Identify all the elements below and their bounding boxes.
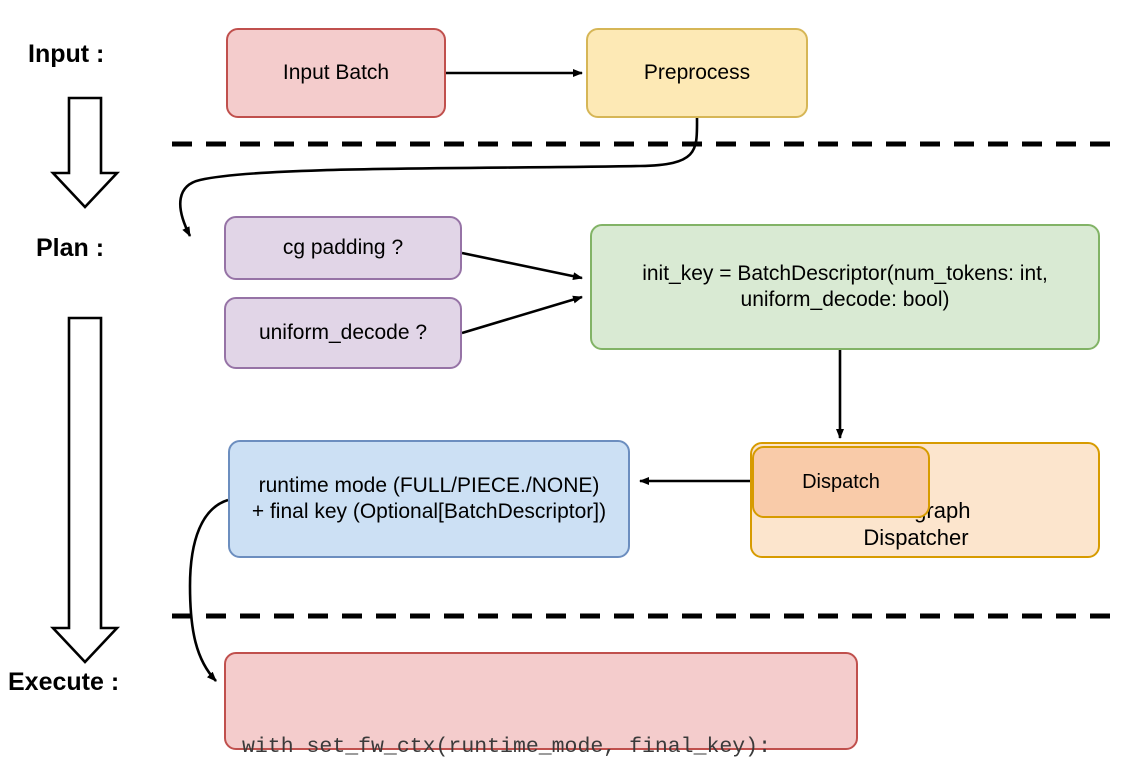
node-runtime-mode[interactable]: runtime mode (FULL/PIECE./NONE) + final … [228, 440, 630, 558]
node-init-key[interactable]: init_key = BatchDescriptor(num_tokens: i… [590, 224, 1100, 350]
edge-runtime-mode-to-execute-code [188, 498, 229, 682]
node-dispatch[interactable]: Dispatch [752, 446, 930, 518]
node-runtime-mode-line2: + final key (Optional[BatchDescriptor]) [251, 500, 607, 523]
edge-cg-padding-to-init-key [461, 251, 583, 281]
node-init-key-line1: init_key = BatchDescriptor(num_tokens: i… [642, 262, 1048, 286]
node-uniform-decode-label: uniform_decode ? [258, 321, 428, 345]
plan-to-execute-block-arrow [49, 316, 121, 664]
node-input-batch-label: Input Batch [282, 61, 390, 85]
node-dispatch-label: Dispatch [802, 470, 880, 493]
node-preprocess-label: Preprocess [643, 61, 751, 85]
stage-label-execute: Execute : [8, 668, 120, 696]
node-execute-code-line1: with set_fw_ctx(runtime_mode, final_key)… [242, 735, 771, 760]
node-execute-code[interactable]: with set_fw_ctx(runtime_mode, final_key)… [224, 652, 858, 759]
stage-label-plan: Plan : [36, 234, 105, 262]
node-cudagraph-dispatcher-line2: Dispatcher [863, 525, 969, 551]
edge-uniform-decode-to-init-key [461, 295, 583, 335]
node-runtime-mode-line1: runtime mode (FULL/PIECE./NONE) [258, 474, 600, 498]
stage-label-input: Input : [28, 40, 105, 68]
node-input-batch[interactable]: Input Batch [226, 28, 446, 118]
node-cg-padding[interactable]: cg padding ? [224, 216, 462, 280]
node-init-key-line2: uniform_decode: bool) [740, 288, 950, 311]
node-uniform-decode[interactable]: uniform_decode ? [224, 297, 462, 369]
input-to-plan-block-arrow [49, 96, 121, 209]
node-preprocess[interactable]: Preprocess [586, 28, 808, 118]
node-cg-padding-label: cg padding ? [282, 236, 404, 260]
